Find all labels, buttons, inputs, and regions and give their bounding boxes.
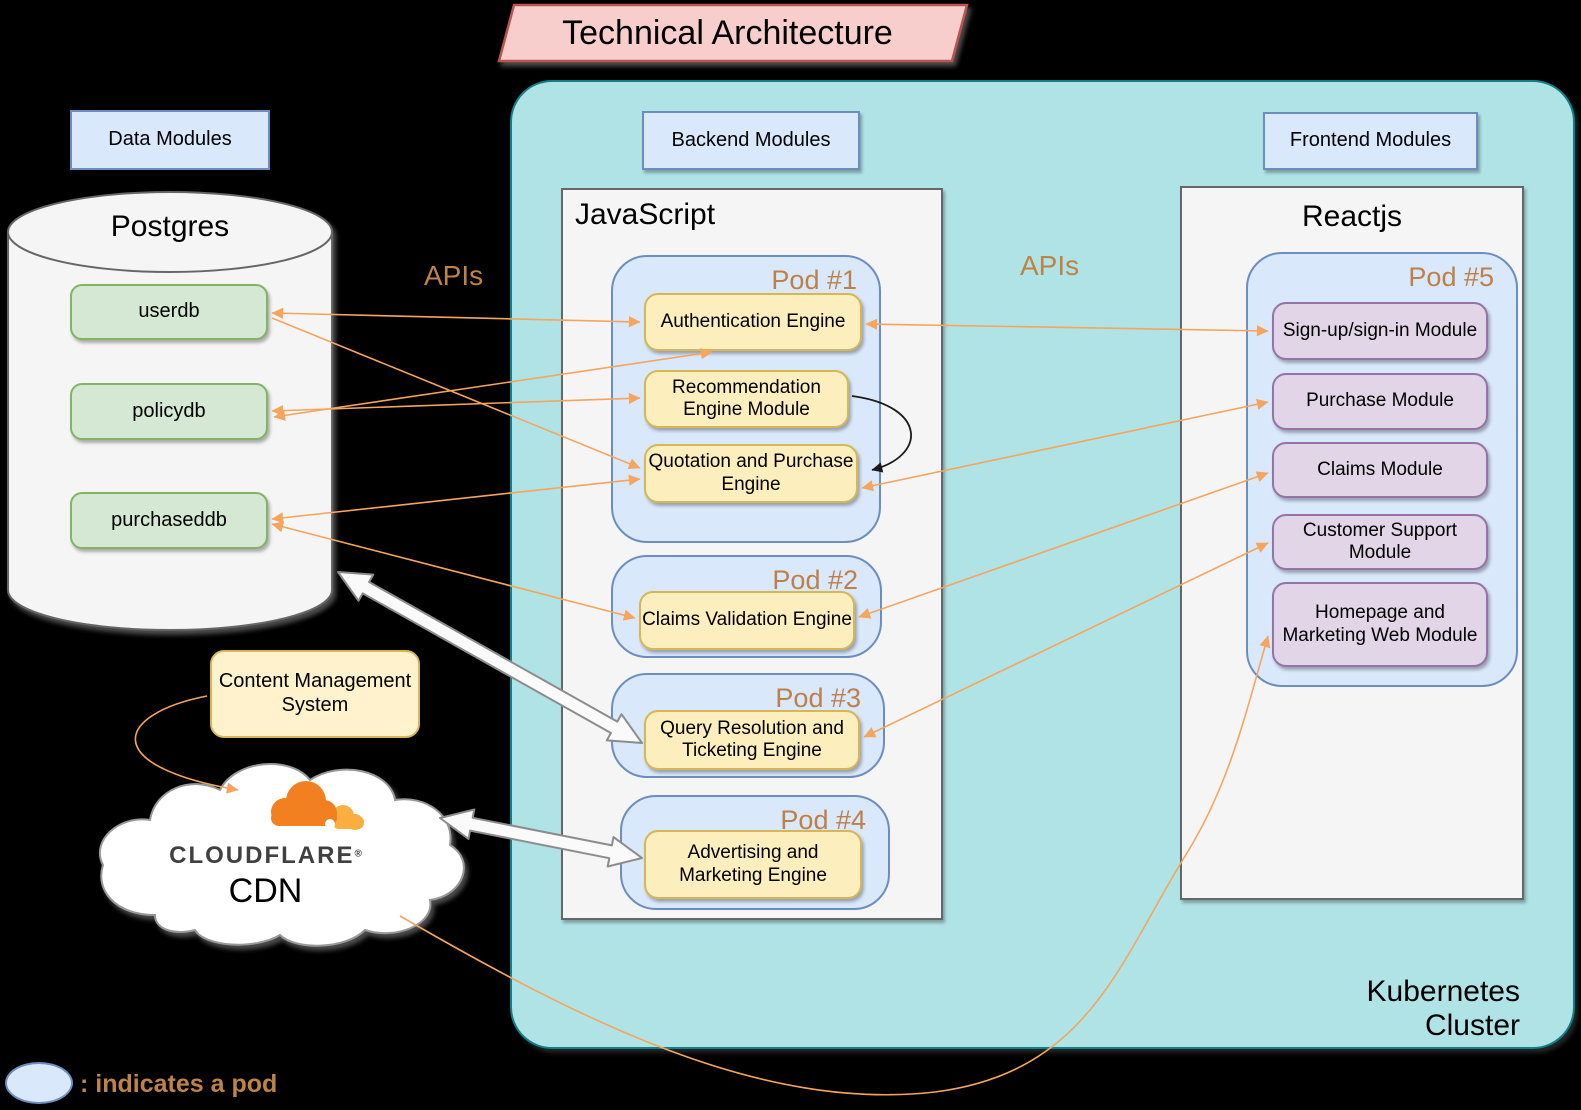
cloudflare-wordmark: CLOUDFLARE	[169, 842, 355, 869]
authentication-engine-node: Authentication Engine	[644, 293, 862, 351]
policydb-node: policydb	[70, 383, 268, 440]
advertising-marketing-engine-node: Advertising and Marketing Engine	[644, 830, 862, 899]
apis-label-left: APIs	[424, 260, 484, 291]
cdn-label: CDN	[228, 871, 303, 910]
page-title: Technical Architecture	[562, 13, 893, 52]
pod-1-label: Pod #1	[771, 265, 857, 295]
homepage-marketing-module-node: Homepage and Marketing Web Module	[1272, 582, 1488, 667]
quotation-purchase-engine-node: Quotation and Purchase Engine	[644, 444, 858, 503]
purchaseddb-node: purchaseddb	[70, 492, 268, 549]
reactjs-label: Reactjs	[1301, 200, 1403, 233]
purchase-module-node: Purchase Module	[1272, 373, 1488, 430]
postgres-label: Postgres	[110, 210, 230, 243]
pod-2-label: Pod #2	[772, 565, 858, 595]
data-modules-label: Data Modules	[70, 110, 270, 170]
kubernetes-cluster-label: Kubernetes Cluster	[1366, 975, 1520, 1042]
customer-support-module-node: Customer Support Module	[1272, 514, 1488, 570]
cloudflare-logo-icon	[271, 781, 364, 830]
legend-text: : indicates a pod	[80, 1070, 278, 1098]
cloudflare-brand-label: CLOUDFLARE®	[168, 842, 363, 870]
frontend-modules-label: Frontend Modules	[1263, 112, 1478, 170]
registered-trademark-symbol: ®	[354, 848, 362, 860]
backend-modules-label: Backend Modules	[642, 111, 860, 170]
legend-pod-ellipse	[5, 1062, 73, 1104]
claims-module-node: Claims Module	[1272, 442, 1488, 498]
signup-signin-module-node: Sign-up/sign-in Module	[1272, 302, 1488, 360]
userdb-node: userdb	[70, 284, 268, 340]
pod-5-label: Pod #5	[1408, 262, 1494, 292]
recommendation-engine-node: Recommendation Engine Module	[644, 370, 849, 428]
apis-label-right: APIs	[1020, 250, 1080, 281]
query-resolution-engine-node: Query Resolution and Ticketing Engine	[644, 710, 860, 770]
javascript-label: JavaScript	[575, 198, 716, 231]
content-management-system-node: Content Management System	[210, 650, 420, 738]
claims-validation-engine-node: Claims Validation Engine	[639, 591, 855, 650]
